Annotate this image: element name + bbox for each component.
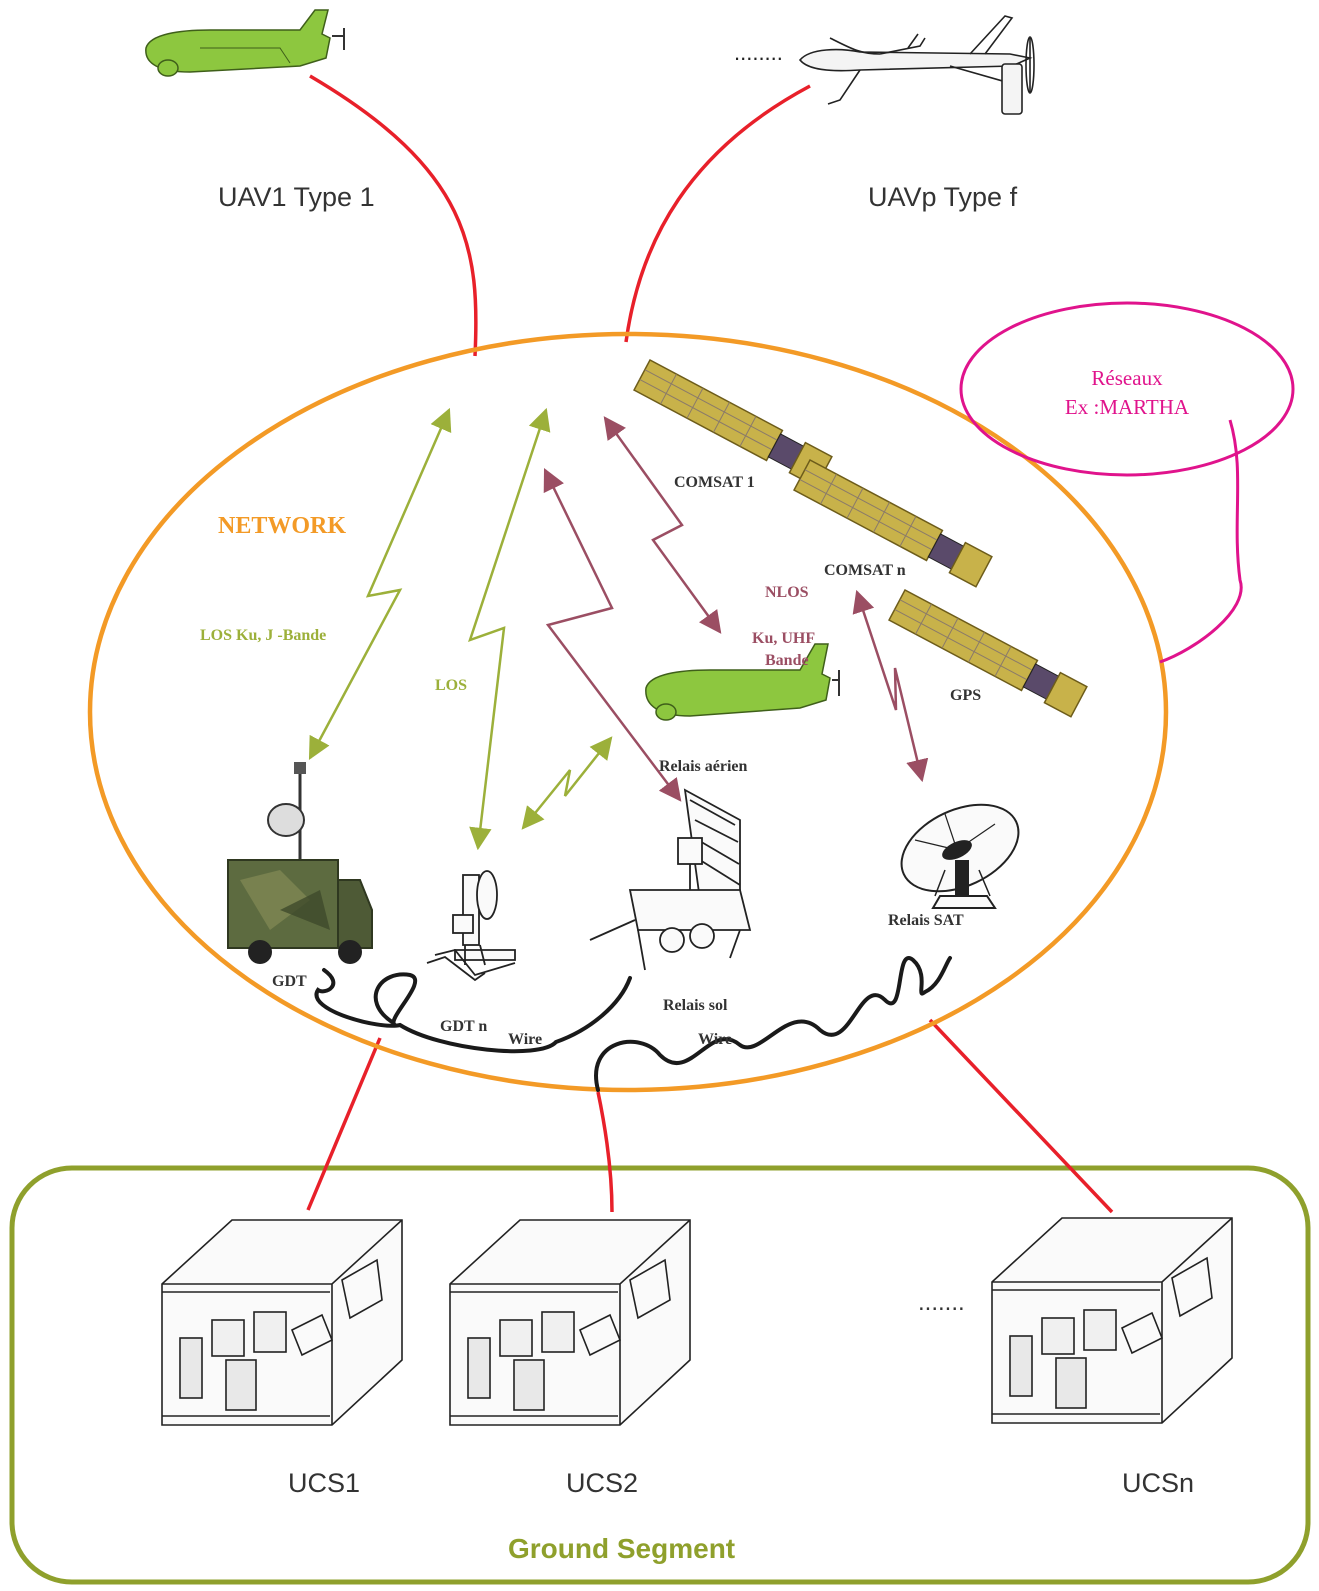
- uav1-link: [309, 74, 478, 357]
- relais-sat-label: Relais SAT: [888, 912, 964, 929]
- network-ellipse: [87, 331, 1169, 1093]
- satellite-comsat1: [633, 358, 833, 488]
- relais-sat-dish: [900, 803, 1020, 909]
- satellite-comsatn: [793, 458, 993, 588]
- gps-label: GPS: [950, 687, 981, 704]
- gdtn-antenna: [426, 870, 516, 982]
- ucsn-container: [991, 1217, 1233, 1424]
- relais-sol-arrow: [543, 467, 682, 802]
- wire2-label: Wire: [698, 1031, 732, 1048]
- ucs1-container: [161, 1219, 403, 1426]
- comsat1-arrow: [603, 416, 722, 634]
- wire-sat: [594, 956, 952, 1092]
- gdt-label: GDT: [272, 973, 307, 990]
- reseaux-connector: [1159, 419, 1243, 664]
- reseaux-line2: Ex :MARTHA: [1065, 395, 1190, 419]
- network-title: NETWORK: [218, 513, 346, 539]
- satellite-gps: [888, 588, 1088, 718]
- red-links: [306, 74, 1114, 1214]
- sat-arrow: [852, 589, 929, 783]
- wire-gdtn: [373, 972, 418, 1027]
- uavp-drone: [798, 15, 1035, 115]
- los-ku-arrow: [308, 407, 452, 760]
- los-label: LOS: [435, 677, 467, 694]
- ground-segment-frame: [9, 1165, 1311, 1585]
- comsatn-label: COMSAT n: [824, 562, 906, 579]
- gdtn-label: GDT n: [440, 1018, 487, 1035]
- relais-sol-trailer: [589, 788, 752, 971]
- ucs2-label: UCS2: [566, 1468, 638, 1498]
- uav1-label: UAV1 Type 1: [218, 182, 375, 212]
- los-ku-label: LOS Ku, J -Bande: [200, 627, 326, 644]
- ucsn-label: UCSn: [1122, 1468, 1194, 1498]
- ucs-containers: [161, 1217, 1233, 1426]
- gdt-truck: [227, 762, 373, 964]
- nlos-label: NLOS: [765, 584, 809, 601]
- ku-uhf-label: Ku, UHF: [752, 630, 815, 647]
- ucs2-link: [596, 1091, 614, 1213]
- nlos-links: [543, 416, 929, 802]
- bande-label: Bande: [765, 652, 809, 669]
- uavp-dots: ........: [734, 40, 783, 65]
- ucs1-label: UCS1: [288, 1468, 360, 1498]
- relais-sol-label: Relais sol: [663, 997, 728, 1014]
- ucs-dots: .......: [918, 1289, 965, 1316]
- ground-segment-title: Ground Segment: [508, 1533, 735, 1564]
- relais-aerien-aircraft: [645, 643, 840, 721]
- wires: [314, 956, 952, 1092]
- los-arrow: [468, 407, 551, 851]
- ucsn-link: [928, 1018, 1114, 1214]
- los-links: [308, 407, 613, 851]
- relais-aerien-label: Relais aérien: [659, 758, 748, 775]
- relay-air-arrow: [521, 736, 613, 830]
- comsat1-label: COMSAT 1: [674, 474, 755, 491]
- ucs1-link: [306, 1037, 382, 1211]
- reseaux-line1: Réseaux: [1091, 366, 1163, 390]
- satellites: [633, 358, 1088, 718]
- uavp-link: [624, 84, 811, 343]
- reseaux-ellipse: [959, 301, 1295, 477]
- wire1-label: Wire: [508, 1031, 542, 1048]
- uav1-aircraft: [145, 9, 345, 77]
- wire-gdt: [314, 968, 632, 1054]
- uavp-label: UAVp Type f: [868, 182, 1018, 212]
- ucs2-container: [449, 1219, 691, 1426]
